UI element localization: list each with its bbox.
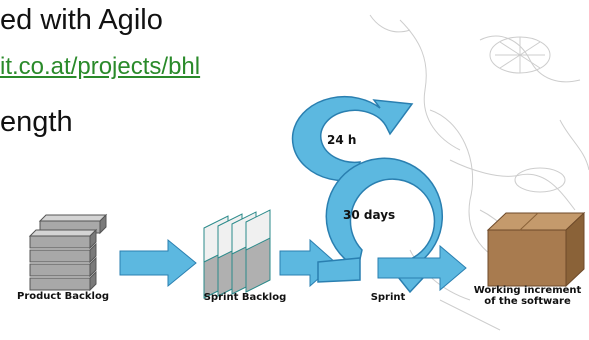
backlog-item [28, 228, 98, 250]
sprint-backlog-pages [203, 209, 271, 299]
sprint-cycle-label: 30 days [343, 208, 396, 222]
project-link[interactable]: it.co.at/projects/bhl [0, 53, 201, 80]
working-increment-label-line1: Working increment [473, 285, 582, 296]
sprint-backlog-page [245, 209, 271, 293]
working-increment-label: Working increment of the software [470, 285, 585, 307]
arrow-to-increment [377, 244, 467, 292]
backlog-item [29, 270, 97, 292]
daily-cycle-label: 24 h [327, 133, 357, 147]
daily-cycle-arrow [291, 95, 414, 182]
slide-bullet-length: ength [0, 106, 73, 138]
slide-bullet-agilo: ed with Agilo [0, 4, 163, 36]
working-increment-label-line2: of the software [484, 296, 571, 307]
backlog-item [29, 242, 97, 264]
working-increment-box [486, 211, 586, 288]
product-backlog-label: Product Backlog [16, 291, 109, 302]
backlog-item [29, 256, 97, 278]
product-backlog-stack [28, 213, 108, 292]
arrow-to-sprint-backlog [119, 238, 197, 288]
sprint-backlog-label: Sprint Backlog [203, 292, 287, 303]
sprint-label: Sprint [370, 292, 406, 303]
